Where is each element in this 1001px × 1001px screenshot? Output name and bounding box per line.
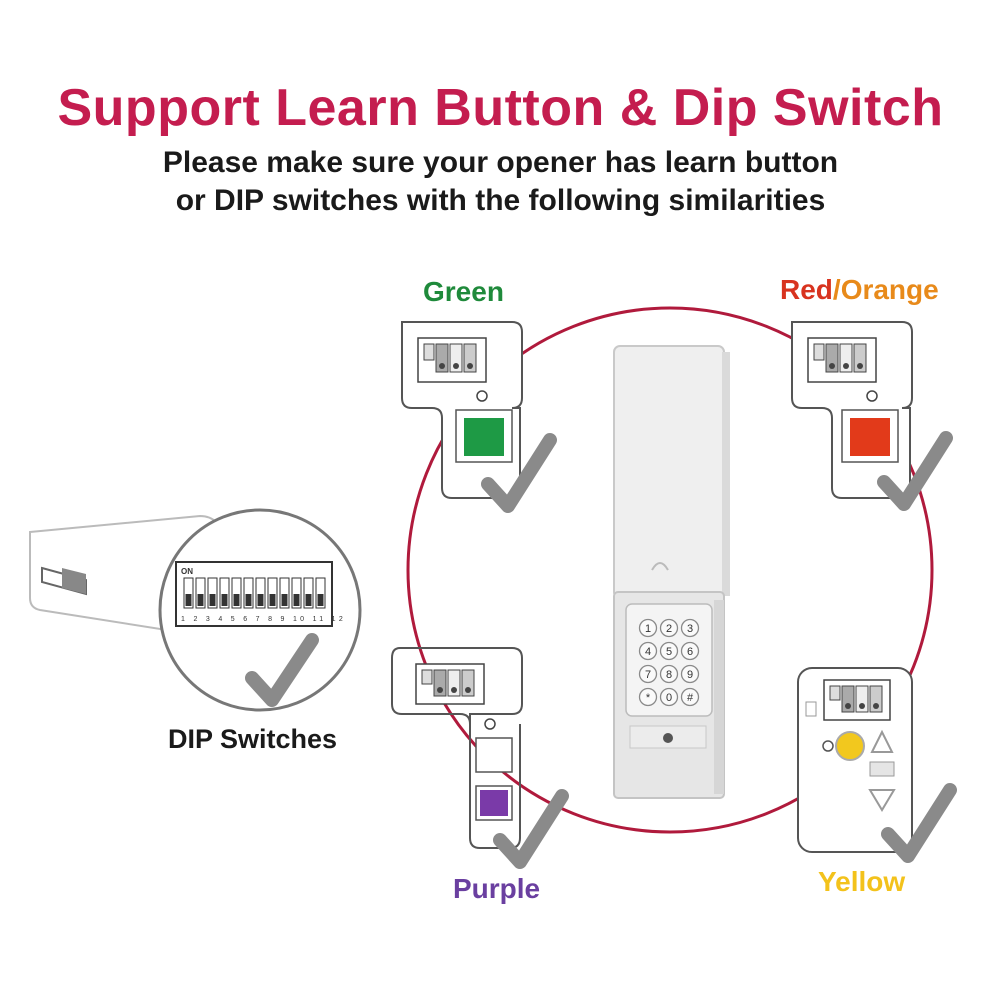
keypad-key-label: 1 — [645, 623, 651, 635]
dip-switch-block — [183, 577, 326, 609]
keypad-key-label: 6 — [687, 646, 693, 658]
down-arrow-icon — [868, 789, 896, 812]
dip-switch-cell — [279, 577, 290, 609]
page-title: Support Learn Button & Dip Switch — [57, 79, 944, 137]
purple-opener-panel — [391, 647, 569, 869]
dip-switch-toggle — [233, 594, 240, 606]
dip-switch-cell — [195, 577, 206, 609]
dip-switch-toggle — [281, 594, 288, 606]
dip-switch-cell — [219, 577, 230, 609]
keypad-key-label: 8 — [666, 669, 672, 681]
dip-switch-toggle — [257, 594, 264, 606]
label-yellow: Yellow — [818, 866, 906, 897]
keypad-keys: 1 2 3 4 5 6 7 8 9 * 0 # — [638, 618, 700, 707]
keypad-key — [638, 664, 658, 684]
keypad-key-label: 5 — [666, 646, 672, 658]
dip-switch-cell — [255, 577, 266, 609]
check-icon — [481, 433, 557, 513]
dip-switch-toggle — [209, 594, 216, 606]
connector-circle — [406, 306, 934, 834]
dip-switch-toggle — [221, 594, 228, 606]
dip-switch-toggle — [317, 594, 324, 606]
label-orange: Orange — [840, 274, 939, 305]
keypad-key — [638, 641, 658, 661]
keypad-key — [680, 641, 700, 661]
keypad-device: 1 2 3 4 5 6 7 8 9 * 0 # — [613, 345, 730, 799]
learn-button-green — [464, 418, 504, 456]
yellow-opener-panel — [797, 667, 957, 863]
dip-switch-toggle — [185, 594, 192, 606]
dip-switch-toggle — [269, 594, 276, 606]
keypad-key — [638, 687, 658, 707]
label-red-orange: Red/Orange — [780, 274, 939, 306]
learn-button-yellow — [835, 731, 865, 761]
keypad-key — [680, 618, 700, 638]
keypad-key — [659, 687, 679, 707]
keypad-key — [659, 641, 679, 661]
dip-switch-toggle — [197, 594, 204, 606]
keypad-key-label: 7 — [645, 669, 651, 681]
keypad-key-label: 3 — [687, 623, 693, 635]
keypad-key — [680, 664, 700, 684]
green-opener-panel — [401, 321, 557, 513]
red-opener-panel — [791, 321, 953, 511]
label-slash: / — [832, 274, 841, 305]
dip-switch-cell — [183, 577, 194, 609]
keypad-key-label: 0 — [666, 692, 672, 704]
keypad-key — [638, 618, 658, 638]
label-red: Red — [780, 274, 833, 305]
check-icon — [493, 789, 569, 869]
dip-switch-cell — [303, 577, 314, 609]
dip-switch-callout — [29, 508, 362, 712]
learn-button-purple — [480, 790, 508, 816]
dip-switch-toggle — [293, 594, 300, 606]
keypad-key-label: # — [687, 692, 694, 704]
check-icon — [245, 633, 319, 707]
dip-switch-cell — [231, 577, 242, 609]
up-arrow-icon — [870, 729, 894, 753]
check-icon — [877, 431, 953, 511]
keypad-key-label: 2 — [666, 623, 672, 635]
dip-numbers: 1 2 3 4 5 6 7 8 9 10 11 12 — [181, 616, 347, 623]
keypad-key-label: * — [646, 692, 651, 704]
keypad-key-label: 9 — [687, 669, 693, 681]
check-icon — [881, 783, 957, 863]
subtitle-line-2: or DIP switches with the following simil… — [175, 184, 826, 217]
label-dip-switches: DIP Switches — [168, 724, 338, 754]
dip-on-label: ON — [181, 567, 193, 576]
dip-switch-cell — [243, 577, 254, 609]
dip-switch-cell — [207, 577, 218, 609]
dip-switch-cell — [315, 577, 326, 609]
keypad-key-label: 4 — [645, 646, 651, 658]
dip-switch-cell — [291, 577, 302, 609]
dip-switch-toggle — [305, 594, 312, 606]
keypad-key — [680, 687, 700, 707]
dip-switch-cell — [267, 577, 278, 609]
keypad-key — [659, 618, 679, 638]
label-purple: Purple — [453, 873, 541, 904]
learn-button-red — [850, 418, 890, 456]
keypad-key — [659, 664, 679, 684]
subtitle-line-1: Please make sure your opener has learn b… — [162, 146, 839, 179]
label-green: Green — [423, 276, 504, 307]
dip-switch-toggle — [245, 594, 252, 606]
